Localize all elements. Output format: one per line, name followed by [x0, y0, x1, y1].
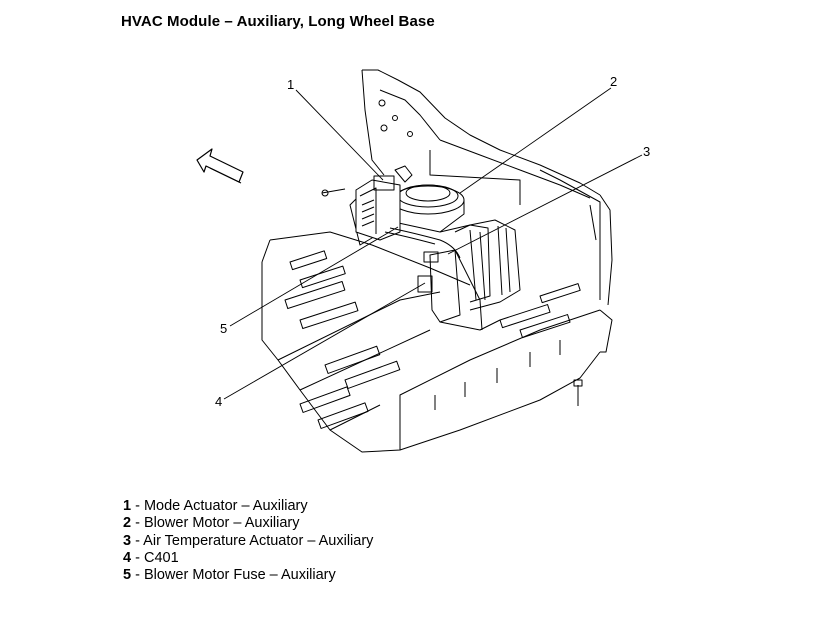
legend-item: 1 - Mode Actuator – Auxiliary [123, 498, 308, 514]
diagram-title: HVAC Module – Auxiliary, Long Wheel Base [121, 13, 435, 30]
callout-2: 2 [610, 74, 617, 89]
direction-arrow-icon [196, 148, 244, 184]
vehicle-floor-pan [261, 231, 613, 453]
callout-4: 4 [215, 394, 222, 409]
floor-ribs [284, 250, 581, 429]
body-side-panel [349, 69, 613, 306]
legend-item: 2 - Blower Motor – Auxiliary [123, 515, 300, 532]
legend-item: 3 - Air Temperature Actuator – Auxiliary [123, 532, 374, 549]
component-legend: 1 - Mode Actuator – Auxiliary 2 - Blower… [123, 498, 373, 584]
callout-5: 5 [220, 321, 227, 336]
leader-lines [223, 87, 643, 400]
callout-3: 3 [643, 144, 650, 159]
legend-item: 5 - Blower Motor Fuse – Auxiliary [123, 567, 336, 584]
legend-item: 4 - C401 [123, 549, 179, 566]
callout-1: 1 [287, 77, 294, 92]
hvac-module [321, 165, 583, 406]
